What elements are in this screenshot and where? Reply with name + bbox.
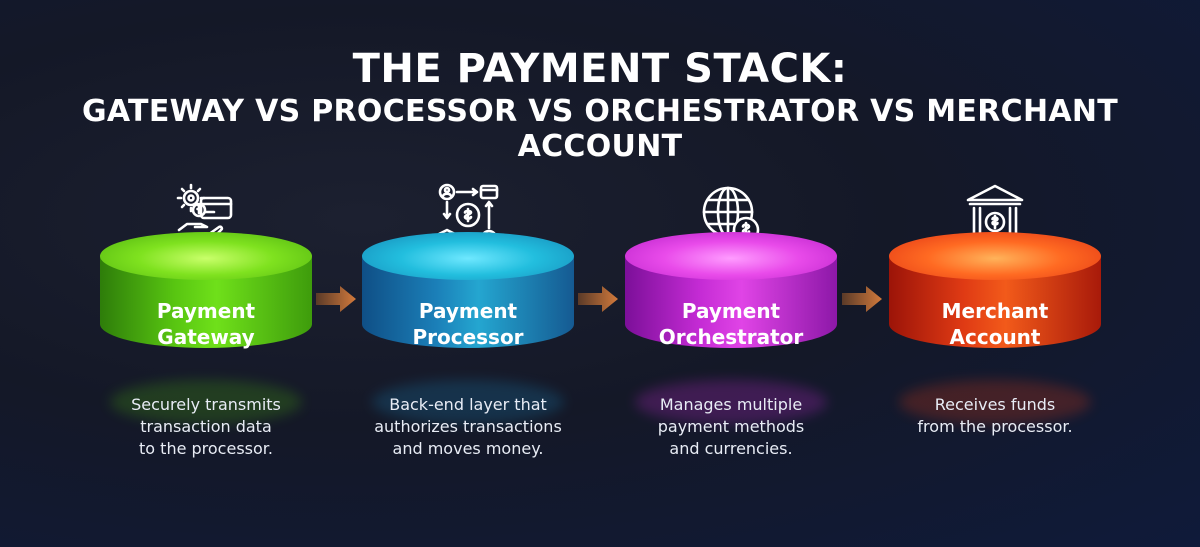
stage-payment-processor: Payment Processor Back-end layer that au… xyxy=(362,180,574,540)
stage-desc-line3: and currencies. xyxy=(669,439,793,458)
cylinder-top xyxy=(100,232,312,280)
stage-label-line2: Gateway xyxy=(157,325,255,349)
cylinder-reflection xyxy=(110,380,302,424)
stage-desc-line3: to the processor. xyxy=(139,439,273,458)
cylinder-reflection xyxy=(635,380,827,424)
stage-payment-orchestrator: Payment Orchestrator Manages multiple pa… xyxy=(625,180,837,540)
stage-desc-line3: and moves money. xyxy=(392,439,544,458)
card-gear-hand-icon xyxy=(171,180,241,250)
cylinder-top xyxy=(362,232,574,280)
cylinder-payment-gateway: Payment Gateway xyxy=(100,232,312,424)
stage-desc-line1: Securely transmits xyxy=(131,395,281,414)
stage-description: Back-end layer that authorizes transacti… xyxy=(348,394,588,460)
arrow-right-icon xyxy=(316,286,356,312)
stage-label: Merchant Account xyxy=(889,298,1101,350)
arrow-right-icon xyxy=(842,286,882,312)
stage-desc-line1: Receives funds xyxy=(934,395,1056,414)
stage-payment-gateway: Payment Gateway Securely transmits trans… xyxy=(100,180,312,540)
stage-desc-line2: transaction data xyxy=(140,417,272,436)
stage-label-line2: Orchestrator xyxy=(658,325,804,349)
cylinder-reflection xyxy=(899,380,1091,424)
cylinder-reflection xyxy=(372,380,564,424)
stage-label-line2: Account xyxy=(949,325,1041,349)
stage-label-line1: Merchant xyxy=(941,299,1049,323)
cylinder-top xyxy=(625,232,837,280)
arrow-right-icon xyxy=(578,286,618,312)
stage-desc-line1: Back-end layer that xyxy=(389,395,547,414)
stage-label-line2: Processor xyxy=(412,325,524,349)
stage-label: Payment Orchestrator xyxy=(625,298,837,350)
cylinder-merchant-account: Merchant Account xyxy=(889,232,1101,424)
stage-label-line1: Payment xyxy=(418,299,518,323)
stage-desc-line2: payment methods xyxy=(657,417,805,436)
stage-label-line1: Payment xyxy=(156,299,256,323)
stage-desc-line2: authorizes transactions xyxy=(374,417,562,436)
cylinder-payment-processor: Payment Processor xyxy=(362,232,574,424)
cylinder-payment-orchestrator: Payment Orchestrator xyxy=(625,232,837,424)
stage-label: Payment Processor xyxy=(362,298,574,350)
stage-label: Payment Gateway xyxy=(100,298,312,350)
stage-description: Receives funds from the processor. xyxy=(875,394,1115,438)
stage-merchant-account: Merchant Account Receives funds from the… xyxy=(889,180,1101,540)
stage-label-line1: Payment xyxy=(681,299,781,323)
page-subtitle: GATEWAY VS PROCESSOR VS ORCHESTRATOR VS … xyxy=(81,94,1119,164)
cylinder-top xyxy=(889,232,1101,280)
page-title: THE PAYMENT STACK: xyxy=(352,46,848,92)
stage-description: Securely transmits transaction data to t… xyxy=(86,394,326,460)
stage-desc-line1: Manages multiple xyxy=(659,395,803,414)
stage-desc-line2: from the processor. xyxy=(917,417,1073,436)
stage-description: Manages multiple payment methods and cur… xyxy=(611,394,851,460)
